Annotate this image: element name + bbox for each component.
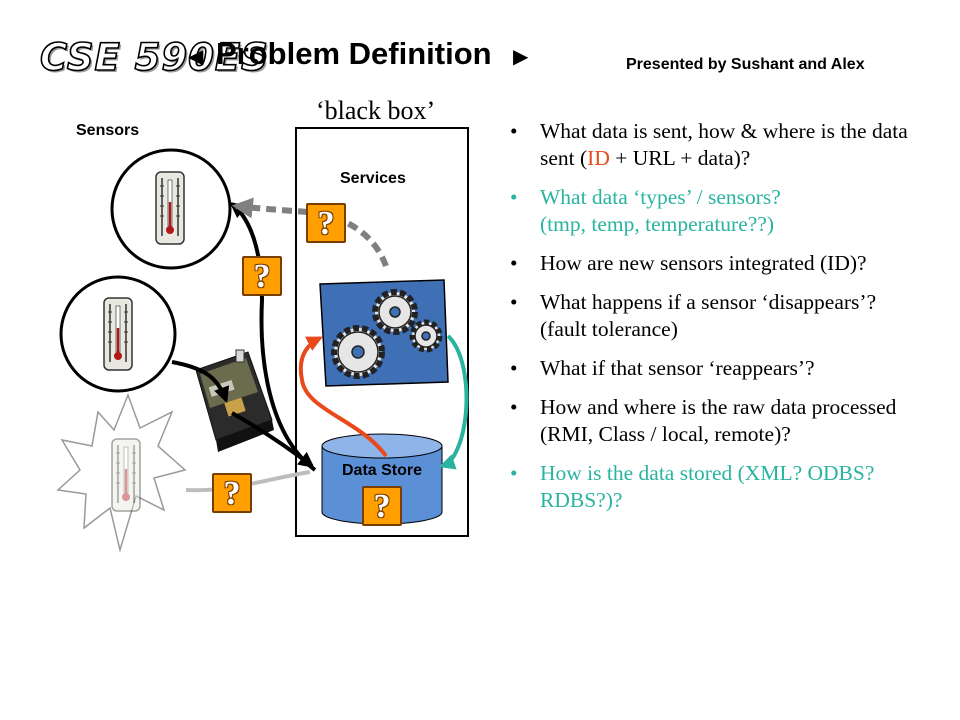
bullet-icon: • xyxy=(510,395,518,419)
bullet-text: What data is sent, how & where is the da… xyxy=(540,119,908,170)
bullet-text: How and where is the raw data processed … xyxy=(540,395,897,446)
list-item: • How are new sensors integrated (ID)? xyxy=(506,250,926,277)
black-box-label: ‘black box’ xyxy=(316,96,436,125)
question-box-icon: ? xyxy=(242,256,282,296)
list-item: • What data ‘types’ / sensors? (tmp, tem… xyxy=(506,184,926,238)
list-item: • What if that sensor ‘reappears’? xyxy=(506,355,926,382)
list-item: • How is the data stored (XML? ODBS? RDB… xyxy=(506,460,926,514)
course-logo: CSE 590ES xyxy=(39,35,269,80)
sensors-label: Sensors xyxy=(76,122,140,139)
list-item: • How and where is the raw data processe… xyxy=(506,394,926,448)
services-label: Services xyxy=(340,170,406,187)
list-item: • What data is sent, how & where is the … xyxy=(506,118,926,172)
thermometer-icon xyxy=(111,438,141,512)
question-box-icon: ? xyxy=(362,486,402,526)
triangle-right-icon[interactable]: ▶ xyxy=(513,46,529,68)
bullet-icon: • xyxy=(510,119,518,143)
slide-title: Problem Definition xyxy=(216,36,492,71)
data-store-label: Data Store xyxy=(341,462,423,479)
bullet-icon: • xyxy=(510,290,518,314)
bullet-text: How is the data stored (XML? ODBS? RDBS?… xyxy=(540,461,875,512)
thermometer-icon xyxy=(103,297,133,371)
list-item: • What happens if a sensor ‘disappears’?… xyxy=(506,289,926,343)
bullet-text: (tmp, temp, temperature??) xyxy=(540,212,775,236)
question-box-icon: ? xyxy=(306,203,346,243)
bullet-icon: • xyxy=(510,461,518,485)
database-icon xyxy=(321,433,443,525)
question-list: • What data is sent, how & where is the … xyxy=(506,118,926,526)
bullet-icon: • xyxy=(510,251,518,275)
bullet-icon: • xyxy=(510,185,518,209)
presenter-credit: Presented by Sushant and Alex xyxy=(626,56,865,73)
bullet-text: How are new sensors integrated (ID)? xyxy=(540,251,867,275)
bullet-icon: • xyxy=(510,356,518,380)
bullet-text: What data ‘types’ / sensors? xyxy=(540,185,781,209)
thermometer-icon xyxy=(155,171,185,245)
bullet-text: What if that sensor ‘reappears’? xyxy=(540,356,815,380)
bullet-highlight: ID xyxy=(587,146,610,170)
question-box-icon: ? xyxy=(212,473,252,513)
bullet-text: + URL + data)? xyxy=(609,146,751,170)
triangle-left-icon[interactable]: ◀ xyxy=(188,46,204,68)
bullet-text: What happens if a sensor ‘disappears’? (… xyxy=(540,290,877,341)
gateway-device-icon xyxy=(195,349,274,452)
